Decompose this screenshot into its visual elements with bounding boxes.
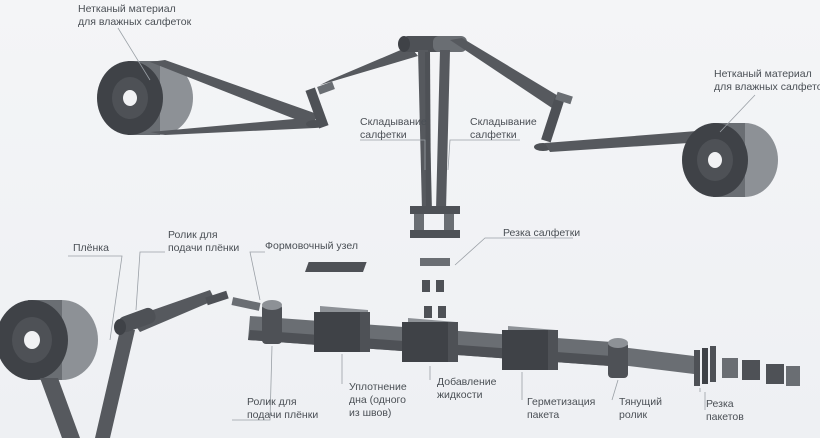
idler-left bbox=[305, 81, 335, 129]
nonwoven-web-right-up bbox=[450, 38, 565, 110]
label-feed-roller-top: Ролик для подачи плёнки bbox=[168, 229, 240, 254]
pack-seal-block bbox=[502, 326, 558, 370]
wipe-cutter bbox=[305, 206, 460, 318]
label-bottom-seal: Уплотнение дна (одного из швов) bbox=[349, 381, 407, 419]
bottom-seal-block bbox=[314, 306, 370, 352]
label-pack-cut: Резка пакетов bbox=[706, 398, 744, 423]
label-pack-seal: Герметизация пакета bbox=[527, 396, 596, 421]
label-nonwoven-right: Нетканый материал для влажных салфеток bbox=[714, 68, 820, 93]
feed-roller bbox=[114, 307, 156, 335]
film-tube-end bbox=[612, 346, 694, 374]
fold-belt-center bbox=[425, 52, 431, 210]
leader-lines bbox=[68, 27, 756, 421]
label-forming-unit: Формовочный узел bbox=[265, 240, 358, 252]
nonwoven-roll-right bbox=[682, 123, 778, 197]
label-feed-roller-bottom: Ролик для подачи плёнки bbox=[247, 396, 319, 421]
fold-belt-right bbox=[436, 50, 450, 210]
nonwoven-roll-left bbox=[97, 61, 193, 135]
label-wipe-cut: Резка салфетки bbox=[503, 227, 581, 239]
liquid-dispenser bbox=[402, 318, 458, 362]
nonwoven-web-left-up bbox=[320, 46, 418, 85]
former-guide bbox=[205, 290, 261, 311]
label-film: Плёнка bbox=[73, 242, 109, 254]
label-nonwoven-top: Нетканый материал для влажных салфеток bbox=[78, 3, 192, 28]
nonwoven-web-left bbox=[150, 60, 320, 125]
pull-roller bbox=[608, 338, 628, 378]
forming-roller bbox=[262, 300, 282, 344]
nonwoven-web-right bbox=[545, 128, 735, 152]
finished-packs bbox=[722, 358, 800, 386]
label-fold-left: Складывание салфетки bbox=[360, 116, 427, 141]
pack-cutter bbox=[694, 346, 716, 386]
label-fold-right: Складывание салфетки bbox=[470, 116, 537, 141]
film-web-vertical bbox=[95, 330, 135, 438]
label-pull-roller: Тянущий ролик bbox=[619, 396, 662, 421]
film-web-down bbox=[40, 378, 80, 438]
nonwoven-web-left-lower bbox=[150, 118, 315, 135]
film-roll bbox=[0, 300, 98, 380]
label-liquid-add: Добавление жидкости bbox=[437, 376, 497, 401]
